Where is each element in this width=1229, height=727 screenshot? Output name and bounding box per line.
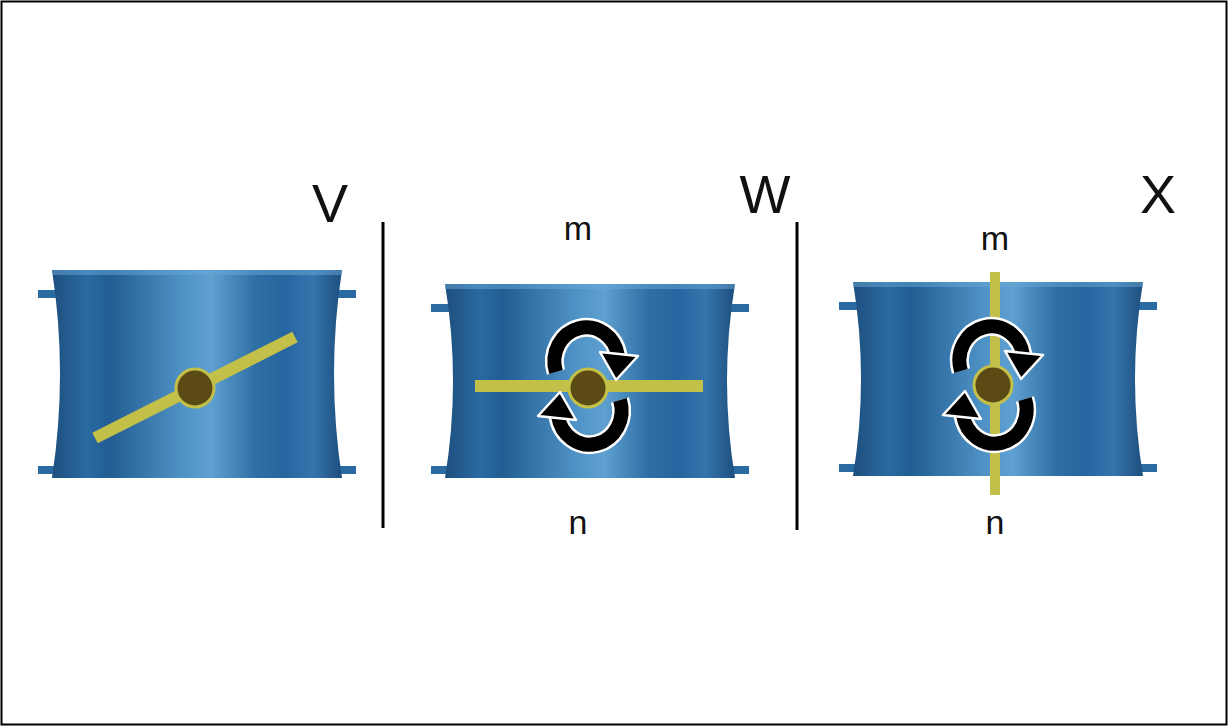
view-letter: W — [740, 167, 791, 221]
side-label: m — [981, 221, 1009, 255]
rotation-arrows — [538, 327, 638, 444]
separator-line — [796, 222, 799, 530]
view-letter: X — [1140, 167, 1176, 221]
valve-body — [38, 270, 356, 478]
side-label: n — [569, 505, 588, 539]
side-label: n — [986, 505, 1005, 539]
valve-disc — [95, 337, 295, 438]
side-label: m — [564, 211, 592, 245]
valve-shaft — [974, 366, 1012, 404]
valve-body — [431, 284, 749, 478]
rotation-arrows — [943, 326, 1043, 443]
valve-shaft — [569, 369, 607, 407]
view-letter: V — [312, 176, 348, 230]
separator-line — [382, 222, 385, 528]
valve-shaft — [176, 369, 214, 407]
